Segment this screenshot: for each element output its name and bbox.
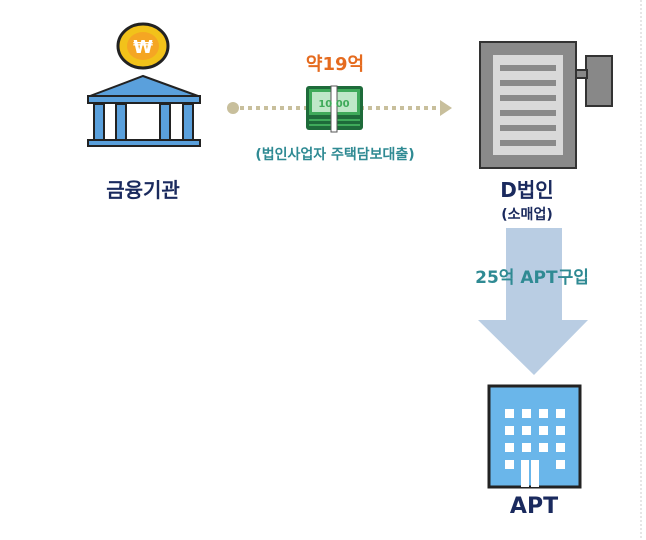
apt-window [505,409,514,418]
loan-amount: 약19억 [305,54,365,75]
apt-window [539,409,548,418]
apt-window [505,443,514,452]
apt-window [522,443,531,452]
apt-window [556,443,565,452]
purchase-label: 25억 APT구입 [475,268,589,288]
bank-icon: ₩ [87,22,201,147]
purchase-arrow [478,228,588,375]
apt-window [522,409,531,418]
svg-text:₩: ₩ [133,37,153,58]
bank-label: 금융기관 [106,178,180,202]
apt-window [556,426,565,435]
bill-text: 10 00 [318,99,349,110]
apt-label: APT [509,494,559,519]
apt-window [539,426,548,435]
apt-window [539,443,548,452]
apt-window [556,460,565,469]
office-building-icon [479,41,613,169]
apt-window [505,460,514,469]
apartment-icon [487,384,582,489]
apt-window [556,409,565,418]
corp-label: D법인 [500,178,554,202]
money-icon: 10 00 [306,85,363,133]
apt-window [505,426,514,435]
loan-caption: (법인사업자 주택담보대출) [255,147,415,163]
corp-sublabel: (소매업) [501,207,553,223]
apt-window [522,426,531,435]
